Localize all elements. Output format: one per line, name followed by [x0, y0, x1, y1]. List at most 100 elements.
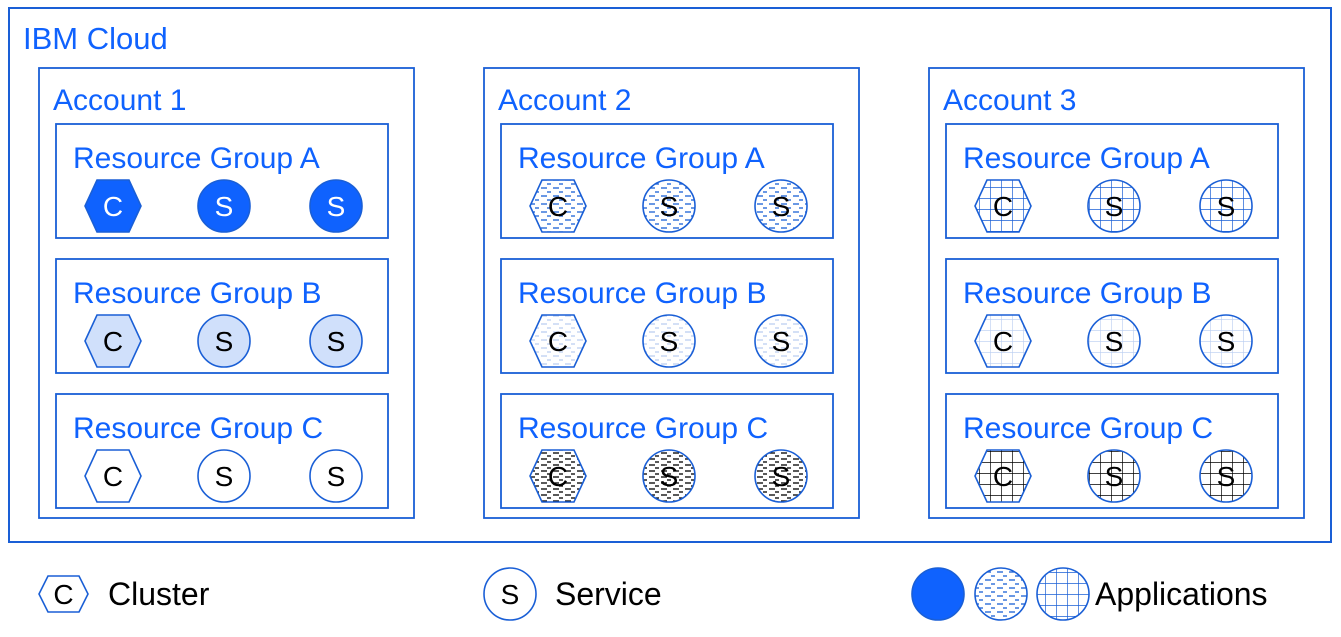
service-icon	[1087, 314, 1141, 368]
cluster-letter: C	[548, 326, 568, 357]
resource-group-title: Resource Group C	[73, 412, 323, 445]
legend-app-grid-icon	[1036, 567, 1090, 621]
legend-service-label: Service	[555, 576, 662, 612]
service-letter: S	[327, 326, 346, 357]
cluster-icon	[84, 449, 142, 503]
legend-service-icon	[483, 567, 537, 621]
cluster-icon	[529, 314, 587, 368]
legend-app-solid-icon	[911, 567, 965, 621]
resource-group-title: Resource Group B	[73, 277, 321, 310]
legend-cluster: C Cluster	[38, 575, 210, 613]
account-title: Account 1	[53, 84, 186, 117]
resource-group-title: Resource Group C	[518, 412, 768, 445]
account-title: Account 3	[943, 84, 1076, 117]
service-letter: S	[1217, 191, 1236, 222]
resource-group-box	[945, 123, 1279, 239]
service-letter: S	[327, 191, 346, 222]
resource-group-b: Resource Group B C S S	[55, 258, 389, 374]
cluster-icon	[974, 449, 1032, 503]
resource-group-box	[55, 393, 389, 509]
resource-group-box	[945, 258, 1279, 374]
service-letter: S	[660, 191, 679, 222]
account-title: Account 2	[498, 84, 631, 117]
resource-group-box	[500, 123, 834, 239]
legend-app-dashes-icon	[974, 567, 1028, 621]
service-icon	[754, 449, 808, 503]
service-icon	[309, 449, 363, 503]
legend: C Cluster S Service Applications	[38, 567, 1268, 621]
service-icon	[1087, 179, 1141, 233]
resource-group-b: Resource Group B C S S	[500, 258, 834, 374]
service-icon	[642, 179, 696, 233]
service-letter: S	[1217, 461, 1236, 492]
legend-cluster-letter: C	[53, 579, 73, 610]
cluster-icon	[84, 314, 142, 368]
service-icon	[1199, 179, 1253, 233]
legend-service: S Service	[483, 567, 662, 621]
resource-group-title: Resource Group C	[963, 412, 1213, 445]
cluster-letter: C	[548, 191, 568, 222]
cluster-letter: C	[548, 461, 568, 492]
account-box	[38, 67, 415, 519]
account-box	[928, 67, 1305, 519]
resource-group-c: Resource Group C C S S	[945, 393, 1279, 509]
legend-applications-label: Applications	[1095, 576, 1268, 612]
resource-group-c: Resource Group C C S S	[55, 393, 389, 509]
resource-group-box	[500, 258, 834, 374]
resource-group-box	[55, 258, 389, 374]
service-letter: S	[215, 326, 234, 357]
cluster-letter: C	[103, 326, 123, 357]
account-box	[483, 67, 860, 519]
resource-group-box	[55, 123, 389, 239]
service-letter: S	[772, 191, 791, 222]
resource-group-a: Resource Group A C S S	[945, 123, 1279, 239]
service-icon	[642, 314, 696, 368]
cluster-icon	[974, 179, 1032, 233]
ibm-cloud-title: IBM Cloud	[23, 21, 168, 56]
resource-group-title: Resource Group A	[73, 142, 320, 175]
service-letter: S	[215, 461, 234, 492]
cluster-icon	[84, 179, 142, 233]
legend-cluster-icon	[38, 575, 89, 613]
cluster-letter: C	[993, 326, 1013, 357]
resource-group-title: Resource Group B	[518, 277, 766, 310]
resource-group-c: Resource Group C C S S	[500, 393, 834, 509]
service-icon	[197, 449, 251, 503]
legend-service-letter: S	[501, 579, 520, 610]
resource-group-box	[945, 393, 1279, 509]
cluster-icon	[529, 449, 587, 503]
service-icon	[754, 179, 808, 233]
service-icon	[197, 314, 251, 368]
service-icon	[754, 314, 808, 368]
service-letter: S	[327, 461, 346, 492]
resource-group-title: Resource Group B	[963, 277, 1211, 310]
ibm-cloud-container	[8, 7, 1332, 543]
cluster-icon	[529, 179, 587, 233]
cluster-letter: C	[993, 191, 1013, 222]
service-letter: S	[1105, 461, 1124, 492]
service-letter: S	[772, 326, 791, 357]
service-letter: S	[660, 461, 679, 492]
cluster-letter: C	[993, 461, 1013, 492]
service-icon	[642, 449, 696, 503]
service-letter: S	[1105, 191, 1124, 222]
service-icon	[309, 314, 363, 368]
service-icon	[309, 179, 363, 233]
resource-group-title: Resource Group A	[963, 142, 1210, 175]
resource-group-box	[500, 393, 834, 509]
service-icon	[1087, 449, 1141, 503]
service-icon	[197, 179, 251, 233]
service-icon	[1199, 449, 1253, 503]
service-letter: S	[660, 326, 679, 357]
cluster-letter: C	[103, 191, 123, 222]
cluster-icon	[974, 314, 1032, 368]
cluster-letter: C	[103, 461, 123, 492]
service-letter: S	[772, 461, 791, 492]
